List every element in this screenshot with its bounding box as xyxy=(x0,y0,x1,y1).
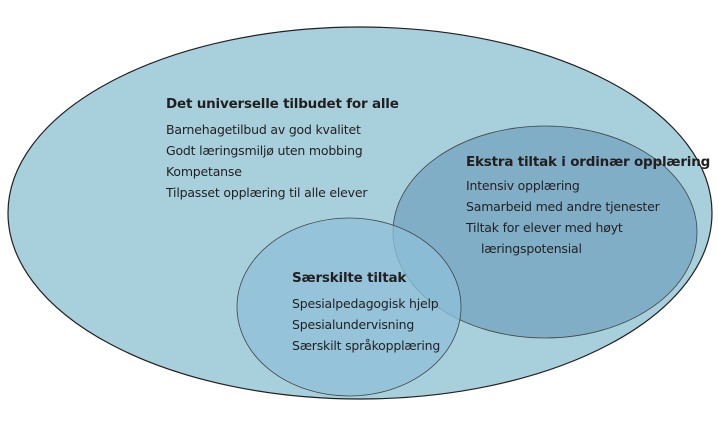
universal-item: Tilpasset opplæring til alle elever xyxy=(166,185,368,200)
extra-item: Tiltak for elever med høyt xyxy=(466,220,623,235)
special-item: Spesialundervisning xyxy=(292,317,415,332)
universal-item: Barnehagetilbud av god kvalitet xyxy=(166,122,361,137)
extra-item: Samarbeid med andre tjenester xyxy=(466,199,660,214)
extra-item: læringspotensial xyxy=(481,241,582,256)
extra-item: Intensiv opplæring xyxy=(466,178,580,193)
extra-title: Ekstra tiltak i ordinær opplæring xyxy=(466,154,711,170)
universal-item: Godt læringsmiljø uten mobbing xyxy=(166,143,363,158)
special-title: Særskilte tiltak xyxy=(292,270,407,286)
special-item: Særskilt språkopplæring xyxy=(292,338,441,353)
universal-title: Det universelle tilbudet for alle xyxy=(166,96,399,112)
special-ellipse xyxy=(236,217,462,397)
universal-item: Kompetanse xyxy=(166,164,242,179)
special-item: Spesialpedagogisk hjelp xyxy=(292,296,439,311)
